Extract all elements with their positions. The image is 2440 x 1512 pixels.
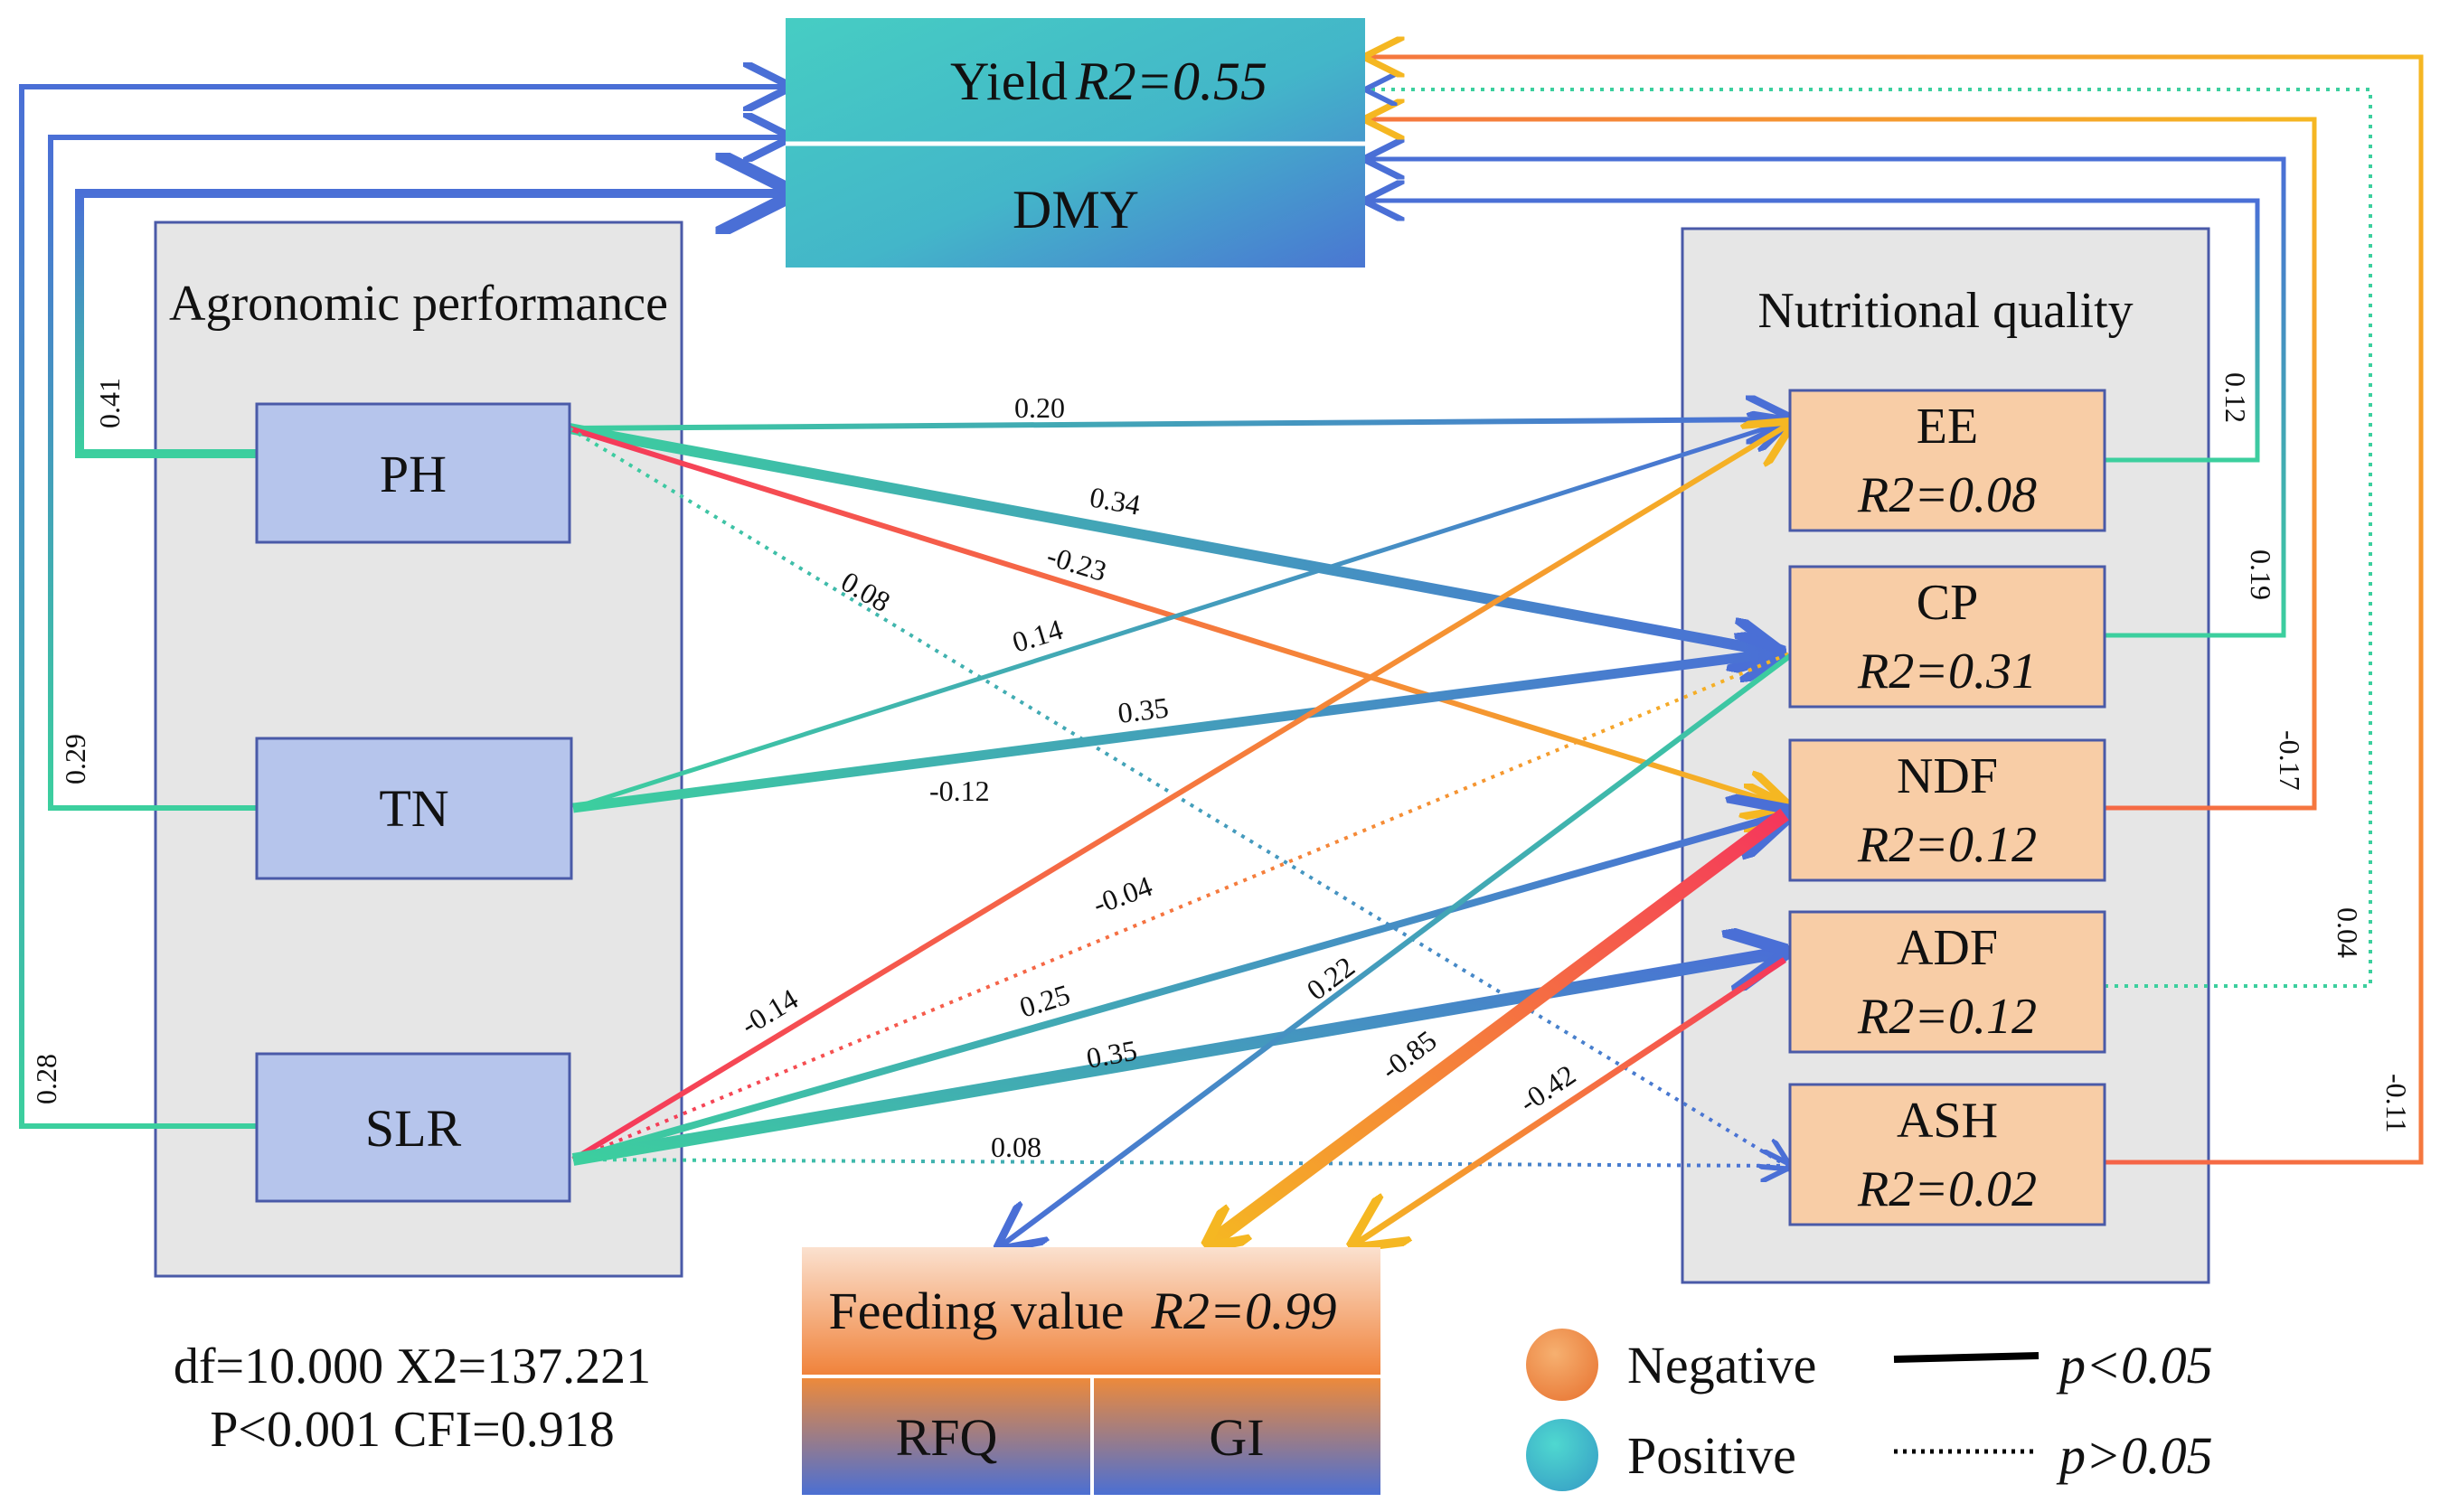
node-cp [1788,565,2106,709]
rfq-label: RFQ [896,1408,998,1467]
svg-text:ADF: ADF [1897,920,1998,976]
coef-tn-cp: 0.35 [1116,690,1170,729]
legend-significant: p<0.05 [2056,1336,2213,1395]
legend-labels: Negative Positive p<0.05 p>0.05 [1627,1336,2213,1485]
coef-cp-fv: 0.22 [1301,950,1361,1006]
edge-tn-yield [48,137,785,811]
edge-slr-yield [19,87,785,1129]
solid-line-sample [1893,1352,2040,1363]
svg-text:NDF: NDF [1897,748,1998,804]
svg-text:R2=0.08: R2=0.08 [1857,467,2037,523]
coef-ph-ash: 0.08 [836,565,896,618]
coef-tn-ndf: -0.12 [929,775,990,807]
edge-ndf-yield [1370,119,2317,811]
edge-slr-ndf [571,813,1787,1163]
svg-text:R2=0.02: R2=0.02 [1857,1161,2037,1217]
yield-dmy-box: Yield R2=0.55 DMY [786,18,1365,268]
fit-line-1: df=10.000 X2=137.221 [174,1338,651,1395]
agronomic-title: Agronomic performance [169,276,668,332]
coef-slr-cp: -0.04 [1088,869,1156,921]
coef-tn-yield: 0.29 [59,734,91,784]
dmy-label: DMY [1013,180,1139,239]
node-tn [255,737,573,880]
feeding-value-box: Feeding value R2=0.99 RFQ GI [802,1247,1380,1495]
svg-text:R2=0.31: R2=0.31 [1857,643,2037,700]
node-ndf [1788,738,2106,882]
coef-ph-ee: 0.20 [1014,391,1065,424]
coef-adf-yield: 0.04 [2332,907,2364,958]
edge-slr-ee [571,425,1788,1162]
legend-negative: Negative [1627,1336,1816,1395]
legend-nonsignificant: p>0.05 [2056,1426,2213,1485]
positive-dot [1526,1419,1598,1491]
coef-cp-dmy: 0.19 [2245,549,2277,600]
coef-slr-ash: 0.08 [991,1131,1041,1163]
legend-positive: Positive [1627,1426,1796,1485]
edge-cp-dmy [1370,159,2286,638]
fit-statistics: df=10.000 X2=137.221 P<0.001 CFI=0.918 [174,1338,651,1458]
svg-text:R2=0.12: R2=0.12 [1857,817,2037,873]
svg-text:CP: CP [1917,575,1979,631]
edge-tn-cp [572,653,1779,813]
svg-text:R2=0.12: R2=0.12 [1857,989,2037,1045]
edge-ndf-fv [1210,808,1789,1244]
node-adf [1788,910,2106,1054]
fit-line-2: P<0.001 CFI=0.918 [210,1402,614,1458]
edge-slr-ash [572,1160,1788,1166]
coef-slr-ee: -0.14 [735,982,804,1041]
feeding-r2: R2=0.99 [1150,1282,1336,1340]
svg-text:ASH: ASH [1897,1093,1998,1149]
agronomic-nodes: PH TN SLR [255,402,573,1203]
gi-label: GI [1209,1408,1264,1467]
node-ash [1788,1083,2106,1226]
edge-slr-cp [572,651,1793,1161]
coef-ndf-yield: -0.17 [2274,730,2306,791]
negative-dot [1526,1329,1598,1401]
edge-ash-yield [1370,57,2424,1165]
yield-r2: R2=0.55 [1075,52,1267,111]
node-tn-label: TN [379,779,448,838]
node-slr [255,1052,571,1203]
coef-ph-dmy: 0.41 [93,378,126,428]
edge-tn-ee [572,422,1785,811]
coef-ph-cp: 0.34 [1088,480,1143,521]
coef-adf-fv: -0.42 [1513,1058,1581,1119]
node-ee [1788,389,2106,532]
node-ph [255,402,571,544]
svg-text:EE: EE [1917,399,1978,455]
coef-ee-dmy: 0.12 [2219,372,2252,423]
edge-ph-dmy [75,193,785,458]
edge-adf-fv [1356,957,1786,1244]
edge-ph-cp [568,423,1776,653]
coef-slr-yield: 0.28 [30,1054,62,1104]
edge-slr-adf [571,953,1780,1166]
legend-glyphs [1526,1329,2040,1491]
node-ph-label: PH [380,445,447,503]
nutritional-title: Nutritional quality [1757,283,2133,339]
nutritional-nodes: EE R2=0.08 CP R2=0.31 NDF R2=0.12 ADF R2… [1788,389,2106,1226]
edge-cp-fv [1002,650,1796,1245]
edge-ph-ee [569,419,1787,428]
edge-adf-yield [1370,89,2372,988]
yield-label: Yield [950,52,1068,111]
edges [19,57,2424,1245]
node-slr-label: SLR [365,1099,462,1158]
edge-ee-dmy [1370,201,2260,463]
coef-ash-yield: -0.11 [2380,1074,2413,1132]
feeding-label: Feeding value [829,1282,1125,1340]
